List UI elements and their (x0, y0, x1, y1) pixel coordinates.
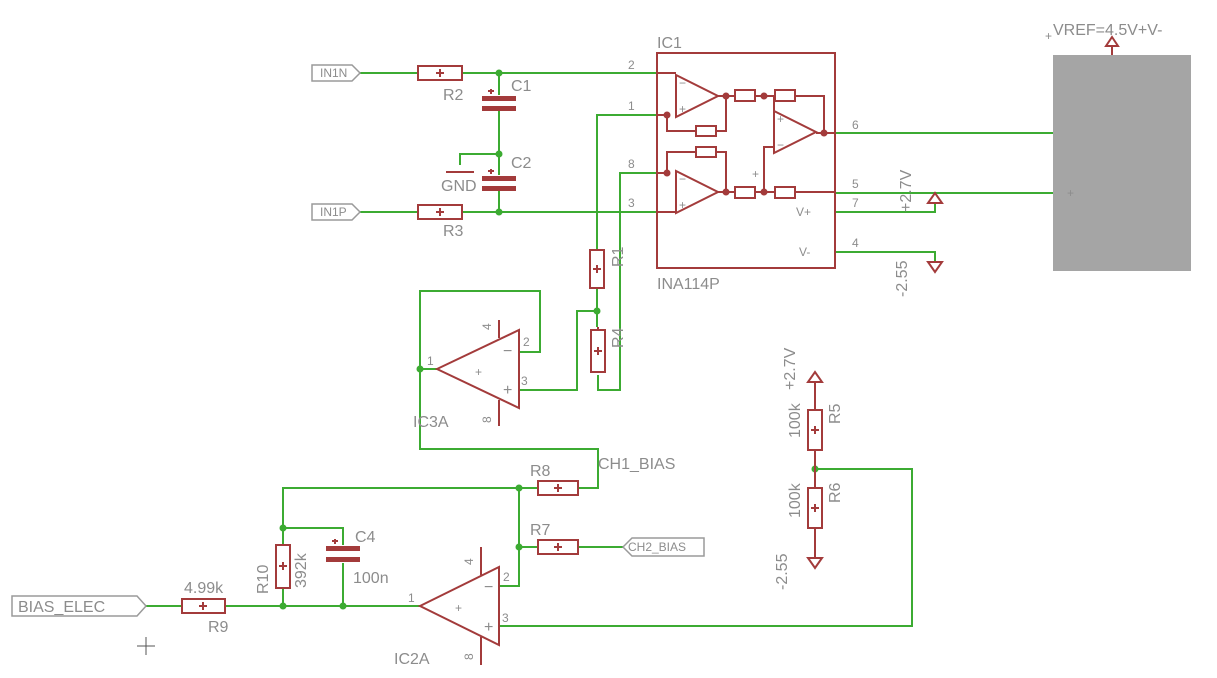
capacitor-c2: C2 (482, 155, 532, 191)
capacitor-c4: C4 100n (326, 529, 389, 587)
svg-text:4: 4 (462, 558, 476, 565)
svg-text:IN1P: IN1P (320, 205, 347, 219)
vref-label: VREF=4.5V+V- + (1045, 22, 1162, 55)
supply-neg-r6: -2.55 (774, 553, 824, 590)
svg-text:+: + (1045, 29, 1052, 43)
wires (145, 72, 1055, 627)
resistor-r7: R7 (530, 522, 579, 555)
svg-text:392k: 392k (293, 552, 310, 588)
svg-text:VREF=4.5V+V-: VREF=4.5V+V- (1053, 22, 1162, 39)
svg-text:+: + (475, 365, 482, 379)
ic1-ina114p: IC1 INA114P − + − + + − (628, 35, 859, 293)
junctions (279, 69, 819, 610)
svg-text:+: + (455, 601, 462, 615)
svg-text:CH2_BIAS: CH2_BIAS (628, 540, 686, 554)
net-label-in1n: IN1N (311, 64, 362, 82)
svg-text:+: + (679, 102, 686, 116)
svg-text:3: 3 (521, 374, 528, 388)
svg-text:8: 8 (480, 416, 494, 423)
svg-text:4: 4 (852, 236, 859, 250)
svg-text:6: 6 (852, 118, 859, 132)
svg-text:+: + (503, 382, 512, 399)
svg-text:INA114P: INA114P (657, 276, 720, 293)
svg-text:3: 3 (628, 196, 635, 210)
svg-text:V-: V- (799, 245, 810, 259)
svg-text:−: − (679, 76, 686, 90)
adc-block: + (1053, 55, 1191, 271)
svg-text:−: − (777, 138, 784, 152)
svg-text:C2: C2 (511, 155, 532, 172)
resistor-r3: R3 (417, 204, 464, 240)
svg-text:1: 1 (628, 99, 635, 113)
svg-text:R5: R5 (827, 403, 844, 424)
svg-text:3: 3 (502, 611, 509, 625)
net-label-ch2-bias: CH2_BIAS (621, 537, 705, 557)
svg-text:100k: 100k (787, 482, 804, 518)
svg-text:+: + (679, 198, 686, 212)
svg-text:R6: R6 (827, 482, 844, 503)
svg-text:C4: C4 (355, 529, 376, 546)
svg-text:7: 7 (852, 196, 859, 210)
crosshair-cursor-icon (137, 637, 155, 655)
svg-text:-2.55: -2.55 (774, 553, 791, 590)
svg-text:+: + (752, 167, 759, 181)
resistor-r8: R8 (530, 463, 579, 496)
svg-text:1: 1 (427, 354, 434, 368)
resistor-r5: 100k R5 (787, 382, 844, 469)
svg-text:8: 8 (462, 653, 476, 660)
svg-text:1: 1 (408, 591, 415, 605)
resistor-r2: R2 (417, 65, 464, 104)
svg-text:+2.7V: +2.7V (782, 347, 799, 390)
resistor-r4: R4 (590, 327, 627, 373)
svg-text:R9: R9 (208, 619, 229, 636)
resistor-r1: R1 (589, 246, 627, 289)
svg-text:+2.7V: +2.7V (898, 169, 915, 212)
net-label-in1p: IN1P (311, 203, 362, 221)
ic2a-opamp: − + + 4 2 1 3 8 IC2A (394, 547, 510, 668)
svg-text:−: − (484, 579, 493, 596)
svg-text:2: 2 (503, 570, 510, 584)
net-label-ch1-bias: CH1_BIAS (598, 456, 675, 473)
svg-text:8: 8 (628, 157, 635, 171)
svg-text:4: 4 (480, 323, 494, 330)
svg-text:5: 5 (852, 177, 859, 191)
svg-text:100n: 100n (353, 570, 389, 587)
svg-text:V+: V+ (796, 205, 811, 219)
svg-text:R10: R10 (255, 565, 272, 594)
svg-text:IN1N: IN1N (320, 66, 347, 80)
svg-text:−: − (679, 172, 686, 186)
ic3a-opamp: − + + 4 2 1 3 8 IC3A (413, 320, 530, 431)
svg-text:2: 2 (523, 335, 530, 349)
gnd-symbol: GND (441, 171, 477, 195)
supply-pos-r5: +2.7V (782, 347, 824, 390)
resistor-r6: 100k R6 (787, 469, 844, 558)
net-label-bias-elec: BIAS_ELEC (11, 595, 148, 617)
svg-text:+: + (777, 112, 784, 126)
resistor-r9: 4.99k R9 (181, 580, 229, 636)
svg-text:R2: R2 (443, 87, 464, 104)
svg-text:−: − (503, 343, 512, 360)
resistor-r10: R10 392k (255, 544, 310, 594)
svg-text:BIAS_ELEC: BIAS_ELEC (18, 599, 105, 616)
svg-text:GND: GND (441, 178, 477, 195)
svg-text:-2.55: -2.55 (894, 260, 911, 297)
svg-text:4.99k: 4.99k (184, 580, 224, 597)
svg-text:R1: R1 (610, 246, 627, 267)
svg-text:R7: R7 (530, 522, 551, 539)
svg-text:IC2A: IC2A (394, 651, 430, 668)
svg-text:IC3A: IC3A (413, 414, 449, 431)
svg-text:R8: R8 (530, 463, 551, 480)
supply-neg-ic1: -2.55 (894, 260, 944, 297)
capacitor-c1: C1 (482, 78, 532, 111)
svg-text:IC1: IC1 (657, 35, 682, 52)
svg-text:C1: C1 (511, 78, 532, 95)
supply-pos-ic1: +2.7V (898, 169, 944, 212)
svg-text:+: + (484, 619, 493, 636)
svg-text:2: 2 (628, 58, 635, 72)
svg-text:R3: R3 (443, 223, 464, 240)
svg-text:+: + (1067, 186, 1074, 200)
svg-text:100k: 100k (787, 402, 804, 438)
svg-text:R4: R4 (610, 327, 627, 348)
